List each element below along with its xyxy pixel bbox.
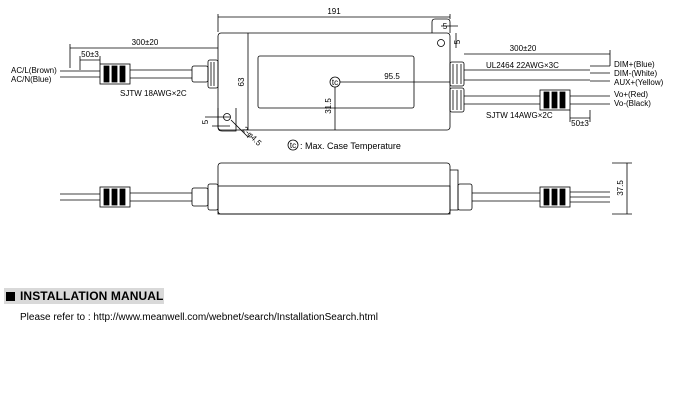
label-dim-plus: DIM+(Blue) [614, 60, 655, 69]
dim-thickness: 37.5 [616, 180, 625, 196]
dim-overall-length: 191 [327, 7, 341, 16]
label-ac-l: AC/L(Brown) [11, 66, 57, 75]
dim-tc-x: 95.5 [384, 72, 400, 81]
tc-legend-symbol: tc [290, 141, 296, 150]
dim-hole-top-side: 5 [453, 39, 462, 44]
dim-cable-right: 300±20 [510, 44, 537, 53]
right-strain-relief-ctrl [449, 61, 465, 87]
left-strain-relief [207, 59, 219, 89]
label-vo-plus: Vo+(Red) [614, 90, 648, 99]
mechanical-drawing: tc 191 300±20 50±3 300±20 50±3 63 95.5 3… [11, 7, 664, 215]
label-aux-plus: AUX+(Yellow) [614, 78, 664, 87]
installation-title: INSTALLATION MANUAL [20, 289, 164, 303]
side-view-body [217, 162, 451, 215]
dim-strip-left: 50±3 [81, 50, 99, 59]
label-dim-minus: DIM-(White) [614, 69, 657, 78]
label-ac-n: AC/N(Blue) [11, 75, 52, 84]
dim-hole-bottom: 5 [201, 119, 210, 124]
dim-height: 63 [237, 77, 246, 86]
label-cable-in: SJTW 18AWG×2C [120, 89, 187, 98]
bottom-mounting-ear [217, 108, 237, 132]
dim-strip-right: 50±3 [571, 119, 589, 128]
tc-legend-text: : Max. Case Temperature [300, 141, 401, 151]
dim-tc-y: 31.5 [324, 98, 333, 114]
tc-marker-label: tc [332, 78, 338, 87]
right-strain-relief-out [449, 87, 465, 113]
installation-text: Please refer to : http://www.meanwell.co… [20, 312, 378, 323]
installation-header: INSTALLATION MANUAL [4, 288, 164, 304]
top-mounting-ear [431, 18, 451, 33]
dim-hole-diameter: 2-φ4.5 [240, 125, 263, 148]
bullet-square-icon [6, 291, 15, 301]
label-cable-ctrl: UL2464 22AWG×3C [486, 61, 559, 70]
dim-cable-left: 300±20 [132, 38, 159, 47]
dim-hole-top: 5 [443, 22, 448, 31]
label-cable-out: SJTW 14AWG×2C [486, 111, 553, 120]
label-vo-minus: Vo-(Black) [614, 99, 651, 108]
tc-legend-icon [287, 139, 299, 151]
tc-marker [329, 76, 341, 88]
top-mount-hole [437, 39, 445, 47]
